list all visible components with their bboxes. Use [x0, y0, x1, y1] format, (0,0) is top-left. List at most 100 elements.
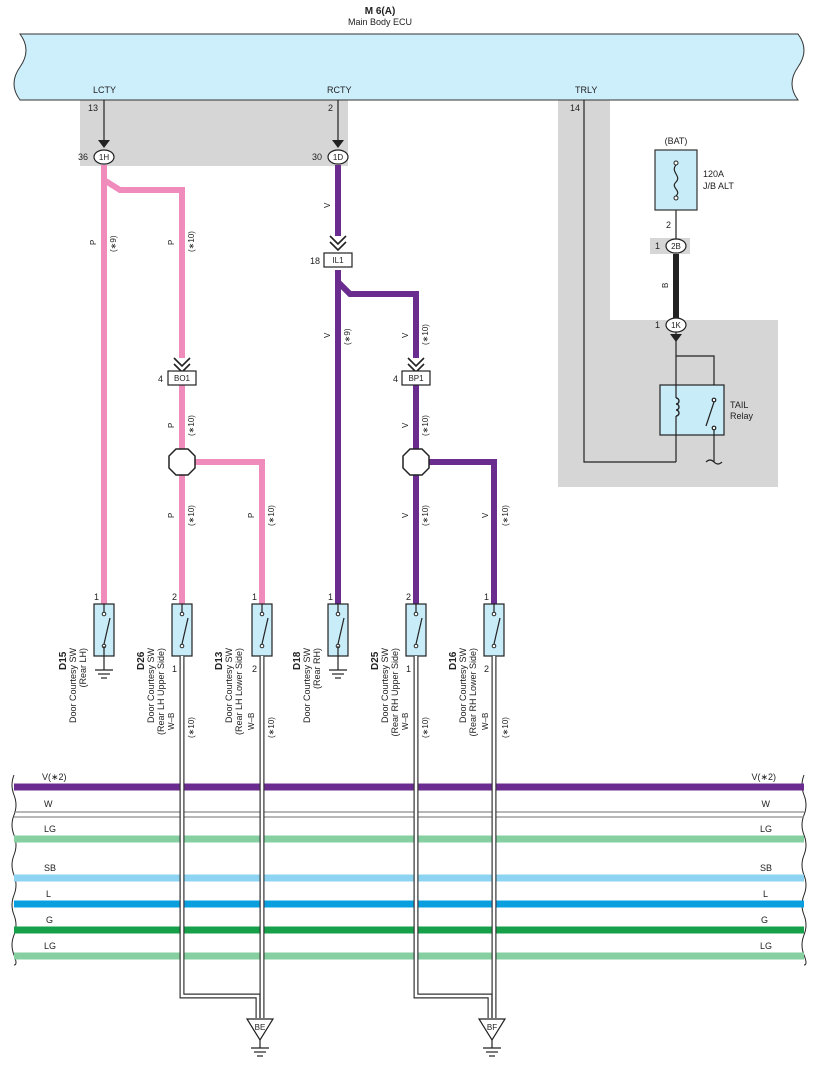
- svg-text:1: 1: [172, 664, 177, 674]
- svg-text:(∗10): (∗10): [187, 717, 196, 738]
- svg-text:(∗10): (∗10): [267, 717, 276, 738]
- svg-text:(∗10): (∗10): [187, 231, 196, 252]
- svg-text:1: 1: [655, 241, 660, 251]
- pin-trly: 14: [570, 103, 580, 113]
- svg-text:J/B ALT: J/B ALT: [703, 181, 734, 191]
- bus-label-right-5: G: [761, 915, 768, 925]
- connector-1d: 1D 30: [312, 149, 349, 165]
- svg-text:2: 2: [252, 664, 257, 674]
- svg-text:(BAT): (BAT): [665, 136, 688, 146]
- svg-text:V: V: [323, 202, 332, 208]
- svg-text:P: P: [247, 513, 256, 518]
- svg-text:(∗10): (∗10): [421, 717, 430, 738]
- svg-text:Door Courtesy SW: Door Courtesy SW: [224, 648, 234, 724]
- connector-bp1: BP1 4: [393, 357, 431, 386]
- svg-text:2: 2: [666, 220, 671, 230]
- svg-text:(∗10): (∗10): [501, 717, 510, 738]
- svg-text:(Rear LH Lower Side): (Rear LH Lower Side): [234, 648, 244, 735]
- svg-text:W–B: W–B: [481, 713, 490, 730]
- svg-text:P: P: [89, 240, 98, 245]
- svg-text:(Rear RH Upper Side): (Rear RH Upper Side): [390, 648, 400, 737]
- bus-label-right-0: V(∗2): [751, 772, 776, 782]
- fuse-120a-jb-alt: (BAT) 120A J/B ALT 2: [654, 136, 734, 230]
- svg-text:(∗10): (∗10): [421, 415, 430, 436]
- bus-label-right-2: LG: [760, 824, 772, 834]
- svg-text:1: 1: [655, 320, 660, 330]
- svg-text:4: 4: [158, 374, 163, 384]
- ground-be: BE: [245, 1018, 275, 1057]
- svg-text:BO1: BO1: [174, 374, 191, 383]
- switch-d25: 2 1 D25 Door Courtesy SW (Rear RH Upper …: [370, 592, 427, 737]
- svg-text:V: V: [401, 512, 410, 518]
- svg-text:D13: D13: [214, 651, 225, 670]
- ground-bf: BF: [477, 1018, 507, 1057]
- svg-text:(∗10): (∗10): [421, 324, 430, 345]
- pin-rcty: 2: [328, 103, 333, 113]
- svg-text:(Rear LH Upper Side): (Rear LH Upper Side): [156, 648, 166, 735]
- pin-lcty: 13: [88, 103, 98, 113]
- ecu-name: Main Body ECU: [348, 17, 412, 27]
- switch-d13: 1 2 D13 Door Courtesy SW (Rear LH Lower …: [214, 592, 273, 735]
- svg-text:(∗10): (∗10): [501, 505, 510, 526]
- svg-text:V: V: [401, 332, 410, 338]
- pink-wires: [101, 165, 265, 604]
- connector-1k: 1K 1: [655, 317, 687, 333]
- svg-text:B: B: [661, 283, 670, 288]
- svg-text:(∗10): (∗10): [267, 505, 276, 526]
- bus-label-right-6: LG: [760, 941, 772, 951]
- shade-left-terminals: [80, 100, 348, 166]
- svg-text:1: 1: [252, 592, 257, 602]
- svg-text:(∗10): (∗10): [421, 505, 430, 526]
- svg-text:(∗10): (∗10): [187, 505, 196, 526]
- svg-text:Door Courtesy SW: Door Courtesy SW: [458, 648, 468, 724]
- svg-text:Door Courtesy SW: Door Courtesy SW: [146, 648, 156, 724]
- svg-text:Door Courtesy SW: Door Courtesy SW: [302, 648, 312, 724]
- connector-1h: 1H 36: [78, 149, 115, 165]
- svg-text:(∗9): (∗9): [109, 235, 118, 252]
- svg-text:2: 2: [484, 664, 489, 674]
- switch-d16: 1 2 D16 Door Courtesy SW (Rear RH Lower …: [448, 592, 505, 737]
- svg-text:BP1: BP1: [408, 374, 424, 383]
- tail-relay: [659, 350, 725, 465]
- wire-labels: P (∗9) P (∗10) V V (∗9) V (∗10) P (∗10) …: [89, 202, 670, 738]
- wb-wires-over-bus: [179, 770, 497, 970]
- connector-2b: 2B 1: [655, 238, 687, 254]
- bus-label-left-3: SB: [44, 863, 56, 873]
- svg-text:W–B: W–B: [247, 713, 256, 730]
- bus-lines: V(∗2) V(∗2) W W LG LG SB SB L L G G LG L…: [11, 772, 807, 966]
- svg-text:18: 18: [310, 256, 320, 266]
- bus-label-left-0: V(∗2): [42, 772, 67, 782]
- svg-text:(Rear LH): (Rear LH): [78, 648, 88, 688]
- svg-text:2: 2: [172, 592, 177, 602]
- svg-text:2B: 2B: [671, 242, 681, 251]
- bus-label-right-1: W: [762, 799, 771, 809]
- svg-text:D16: D16: [448, 651, 459, 670]
- svg-text:(∗10): (∗10): [187, 415, 196, 436]
- svg-text:1: 1: [484, 592, 489, 602]
- violet-wires: [335, 165, 497, 604]
- terminal-lcty: LCTY: [93, 85, 116, 95]
- bus-label-left-1: W: [44, 799, 53, 809]
- svg-text:D15: D15: [58, 651, 69, 670]
- svg-text:Door Courtesy SW: Door Courtesy SW: [380, 648, 390, 724]
- relay-label-2: Relay: [730, 411, 754, 421]
- terminal-rcty: RCTY: [327, 85, 352, 95]
- svg-text:1: 1: [94, 592, 99, 602]
- bus-label-left-4: L: [46, 889, 51, 899]
- svg-text:1K: 1K: [671, 321, 681, 330]
- bus-label-right-4: L: [763, 889, 768, 899]
- svg-text:120A: 120A: [703, 169, 724, 179]
- svg-text:(Rear RH): (Rear RH): [312, 648, 322, 689]
- svg-text:1: 1: [406, 664, 411, 674]
- bus-label-left-2: LG: [44, 824, 56, 834]
- svg-text:P: P: [167, 423, 176, 428]
- svg-text:BE: BE: [255, 1023, 266, 1032]
- switch-d15: 1 D15 Door Courtesy SW (Rear LH): [58, 592, 115, 723]
- svg-text:D26: D26: [136, 651, 147, 670]
- svg-text:D18: D18: [292, 651, 303, 670]
- connector-il1: IL1 18: [310, 235, 353, 268]
- svg-text:V: V: [481, 512, 490, 518]
- svg-text:W–B: W–B: [401, 713, 410, 730]
- svg-text:P: P: [167, 513, 176, 518]
